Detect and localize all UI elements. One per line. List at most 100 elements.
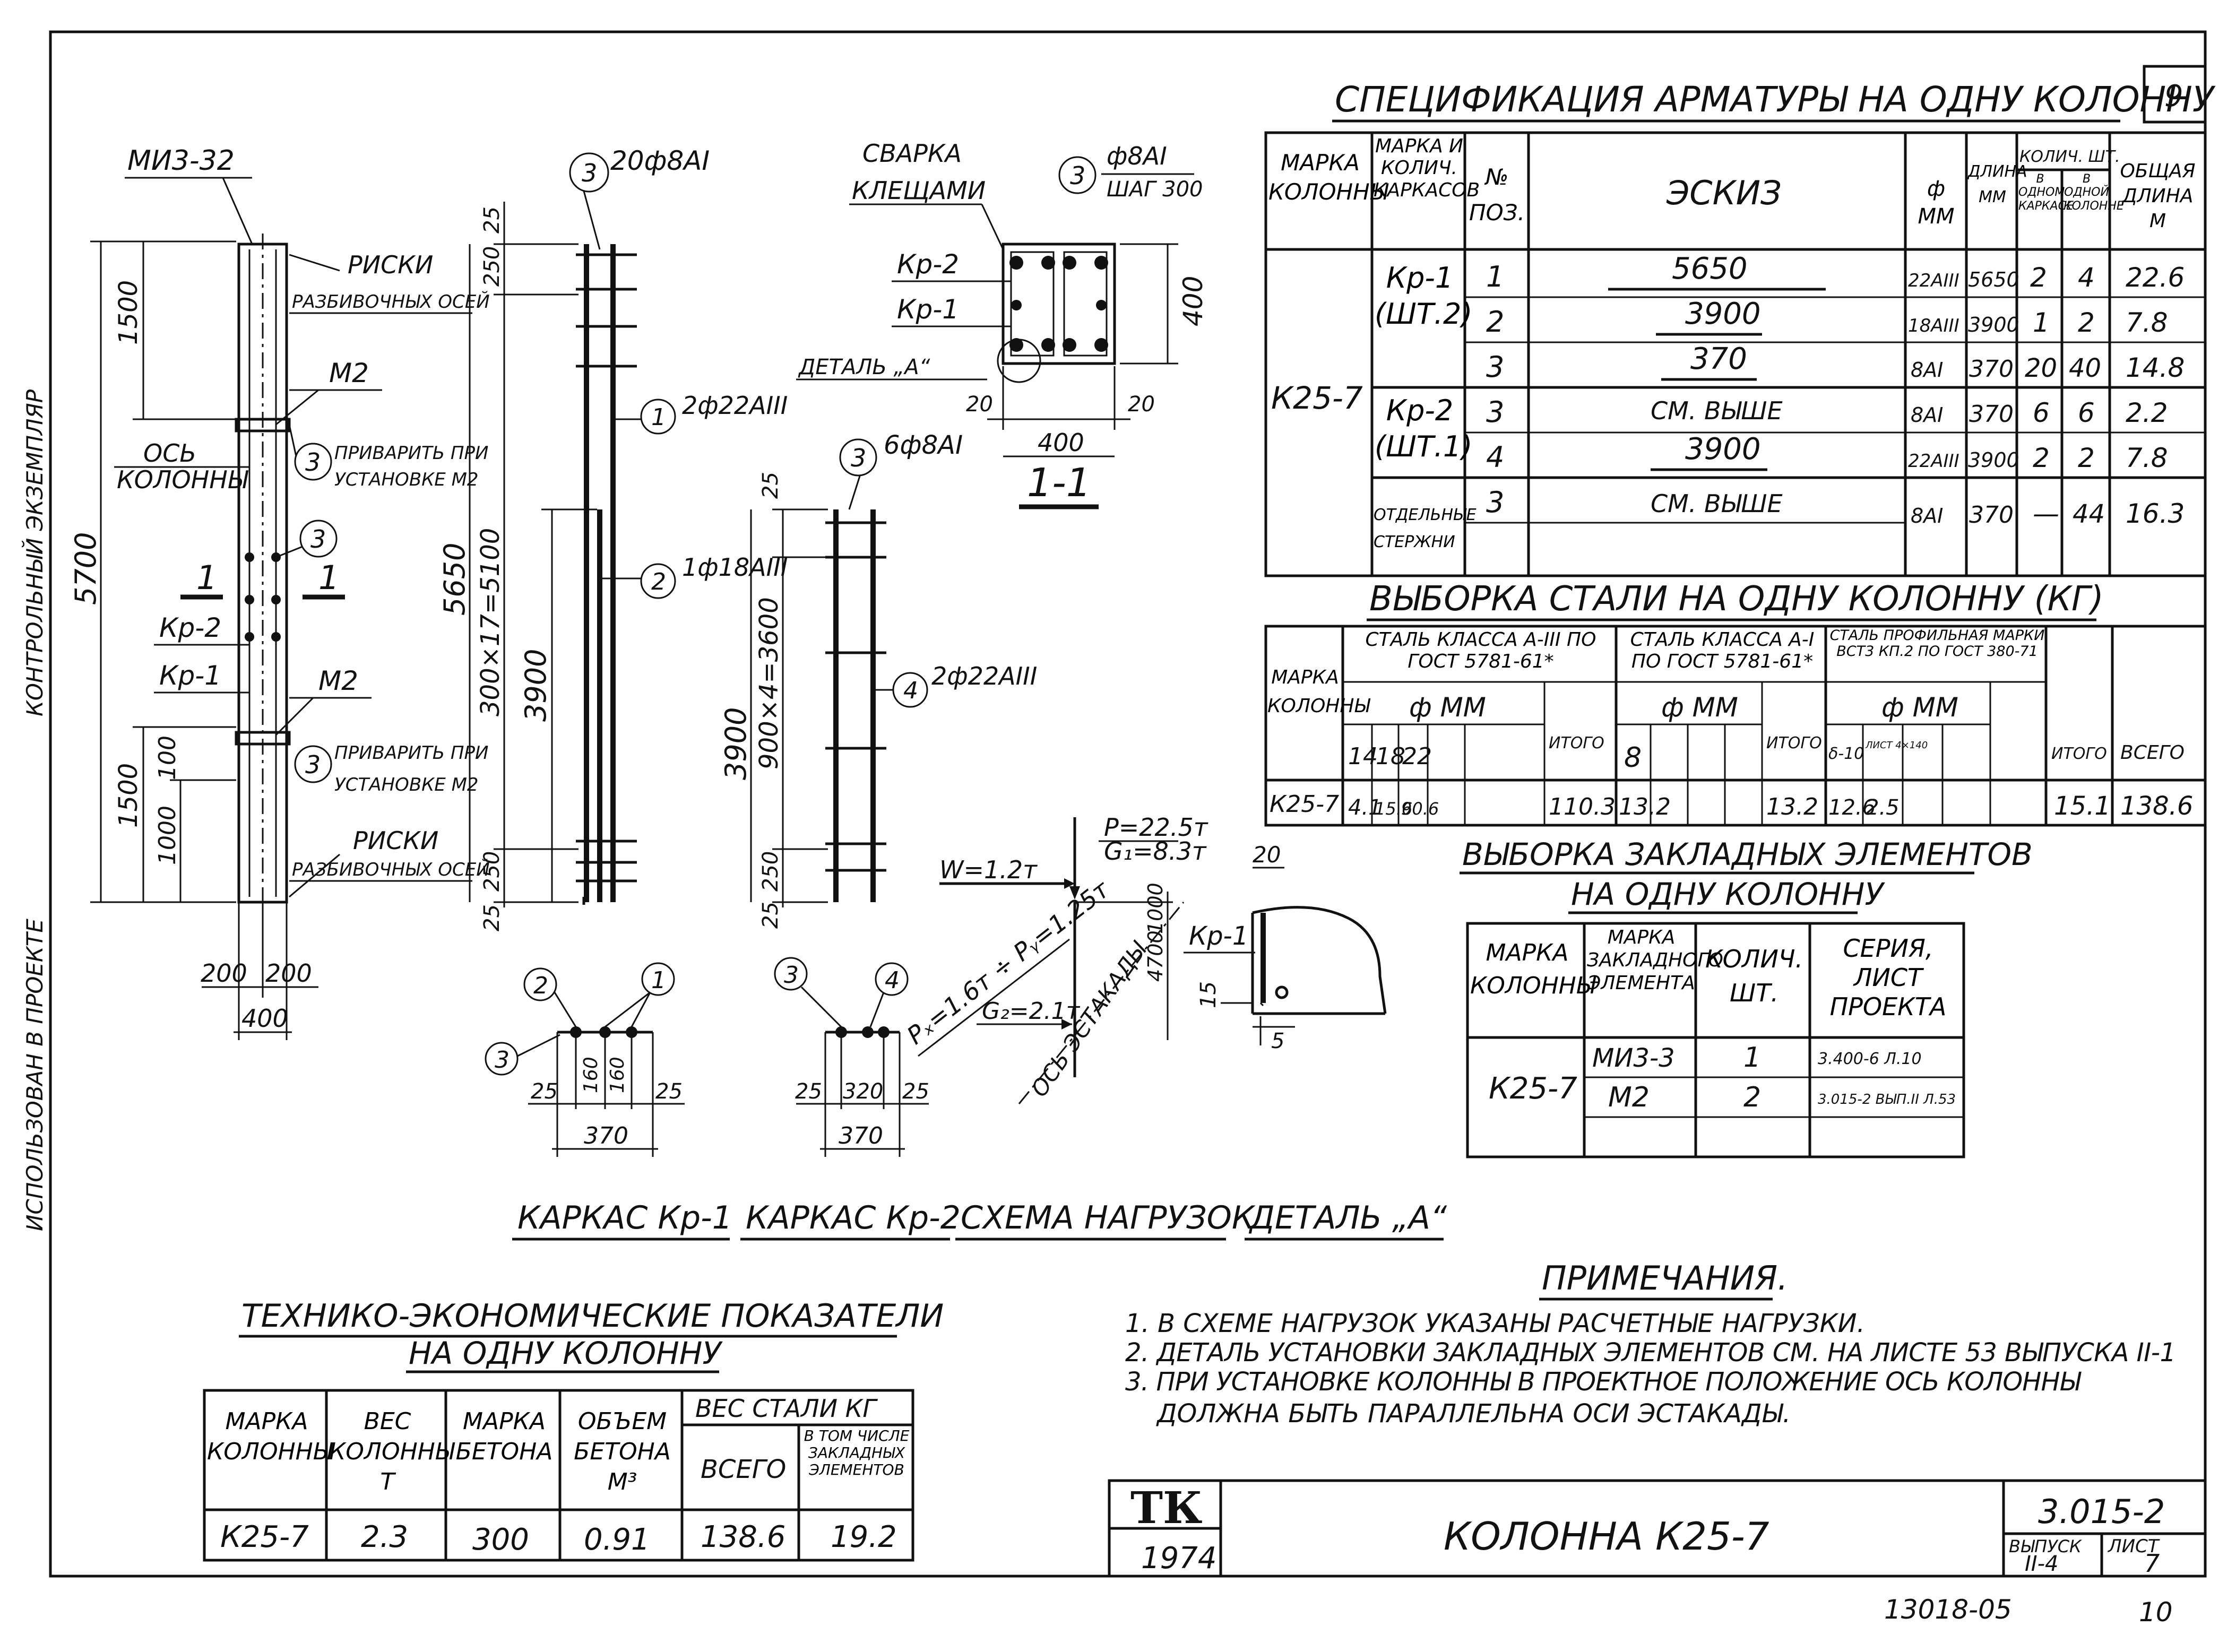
svg-text:К25-7: К25-7 — [1270, 791, 1339, 818]
tech-title-1: ТЕХНИКО-ЭКОНОМИЧЕСКИЕ ПОКАЗАТЕЛИ — [241, 1298, 944, 1335]
tech-h-concrete: МАРКА БЕТОНА — [455, 1408, 553, 1466]
kr2-sec-pos4: 4 — [885, 967, 900, 994]
svg-text:13.2: 13.2 — [1766, 793, 1818, 820]
steel-h-vsego: ВСЕГО — [2120, 742, 2185, 764]
tb-year: 1974 — [1141, 1541, 1217, 1576]
tb-logo: ТК — [1130, 1483, 1203, 1534]
svg-text:—: — — [2033, 498, 2059, 529]
detail-a: 20 Кр-1 15 5 — [1184, 842, 1387, 1053]
svg-text:16.3: 16.3 — [2126, 498, 2185, 529]
kr1-pos3-circle: 3 — [582, 159, 597, 187]
notes: ПРИМЕЧАНИЯ. 1. В СХЕМЕ НАГРУЗОК УКАЗАНЫ … — [1125, 1259, 2176, 1429]
svg-text:2.3: 2.3 — [361, 1520, 408, 1554]
sec-step-label: ШАГ 300 — [1107, 177, 1203, 202]
kr1-sec-25-right: 25 — [655, 1079, 683, 1104]
kr1-sec-pos2: 2 — [533, 972, 548, 999]
tb-series: 3.015-2 — [2038, 1492, 2165, 1531]
steel-h-mark: МАРКА КОЛОННЫ — [1267, 667, 1370, 717]
svg-text:15.1: 15.1 — [2054, 791, 2111, 821]
pos3-circle-b: 3 — [310, 525, 326, 553]
tech-title-2: НА ОДНУ КОЛОННУ — [409, 1335, 723, 1371]
spec-h-total: ОБЩАЯ ДЛИНА М — [2120, 160, 2196, 232]
svg-text:СМ. ВЫШЕ: СМ. ВЫШЕ — [1651, 489, 1783, 518]
spec-h-phi: ф ММ — [1918, 177, 1955, 229]
svg-text:370: 370 — [1969, 356, 2014, 383]
dim-1500-bottom: 1500 — [114, 763, 143, 828]
svg-text:1: 1 — [2033, 307, 2050, 338]
riski-label-bottom: РИСКИ — [353, 826, 438, 855]
svg-text:3: 3 — [1486, 395, 1504, 429]
svg-text:15.6: 15.6 — [1375, 799, 1412, 819]
svg-text:3.400-6 Л.10: 3.400-6 Л.10 — [1818, 1050, 1922, 1068]
svg-text:2.5: 2.5 — [1866, 795, 1900, 820]
embed-h-qty: КОЛИЧ. ШТ. — [1705, 945, 1803, 1008]
svg-text:3: 3 — [1486, 350, 1504, 384]
caption-kr1: КАРКАС Кр-1 — [517, 1199, 732, 1236]
spec-h-len: ДЛИНА ММ — [1968, 162, 2027, 206]
svg-text:90.6: 90.6 — [1401, 799, 1439, 819]
dim-100: 100 — [154, 736, 181, 780]
svg-text:370: 370 — [1969, 401, 2014, 428]
dim-1000: 1000 — [154, 806, 181, 865]
tb-issue-label: ВЫПУСК — [2009, 1536, 2082, 1556]
dim-5700: 5700 — [69, 532, 102, 605]
sec-dim-20-left: 20 — [966, 392, 993, 417]
spec-h-qty: КОЛИЧ. ШТ. — [2019, 148, 2120, 166]
embed-table: ВЫБОРКА ЗАКЛАДНЫХ ЭЛЕМЕНТОВ НА ОДНУ КОЛО… — [1460, 836, 2033, 1158]
svg-text:МИ3-3: МИ3-3 — [1592, 1043, 1675, 1073]
kr2-pos3-label: 6ф8АI — [884, 430, 963, 460]
svg-text:7.8: 7.8 — [2126, 443, 2168, 473]
svg-text:2: 2 — [1486, 305, 1504, 339]
svg-text:3.015-2 ВЫП.II Л.53: 3.015-2 ВЫП.II Л.53 — [1818, 1092, 1956, 1108]
svg-text:44: 44 — [2073, 499, 2105, 529]
svg-text:138.6: 138.6 — [2120, 791, 2193, 821]
kr2-pos4-circle: 4 — [903, 677, 918, 704]
column-elevation: МИ3-32 РИСКИ РАЗБИВОЧНЫХ ОСЕЙ М2 ОСЬ КОЛ… — [69, 145, 490, 1040]
kr2-sec-25-right: 25 — [902, 1079, 929, 1104]
load-p: P=22.5т — [1104, 813, 1208, 842]
title-block: ТК 1974 КОЛОННА К25-7 3.015-2 ВЫПУСК II-… — [1108, 1479, 2207, 1628]
svg-text:1: 1 — [1486, 260, 1504, 293]
svg-text:22.6: 22.6 — [2126, 262, 2185, 293]
sec-detail-label: ДЕТАЛЬ „А“ — [798, 355, 930, 379]
weld-label-1: СВАРКА — [862, 139, 962, 168]
spec-h-pos: № ПОЗ. — [1469, 164, 1525, 226]
sheet-number: 9 — [2164, 79, 2183, 114]
kr2-sec-370: 370 — [839, 1122, 883, 1149]
kr2-dim-3900: 3900 — [719, 707, 753, 780]
dim-1500-top: 1500 — [114, 280, 143, 345]
svg-text:3900: 3900 — [1968, 313, 2019, 336]
kr1-sec-160-a: 160 — [580, 1057, 602, 1093]
sec-kr2-label: Кр-2 — [897, 249, 959, 280]
kr2-dim-900x4: 900×4=3600 — [754, 597, 784, 769]
embed-title-1: ВЫБОРКА ЗАКЛАДНЫХ ЭЛЕМЕНТОВ — [1462, 836, 2033, 872]
kr1-dim-250-bottom: 250 — [480, 851, 504, 892]
svg-text:3900: 3900 — [1685, 432, 1761, 466]
kr1-pos2-label: 1ф18АIII — [682, 553, 788, 582]
svg-text:5650: 5650 — [1672, 252, 1748, 286]
kr2-sec-pos3: 3 — [784, 962, 799, 989]
steel-table: ВЫБОРКА СТАЛИ НА ОДНУ КОЛОННУ (КГ) МАРКА… — [1264, 580, 2207, 827]
kr1-pos2-circle: 2 — [651, 568, 666, 595]
svg-text:14: 14 — [1348, 743, 1378, 770]
svg-text:14.8: 14.8 — [2126, 352, 2185, 383]
weld-note-b1: ПРИВАРИТЬ ПРИ — [334, 742, 488, 764]
embed-h-series: СЕРИЯ, ЛИСТ ПРОЕКТА — [1829, 934, 1947, 1022]
svg-text:22АIII: 22АIII — [1908, 270, 1959, 291]
spec-table: СПЕЦИФИКАЦИЯ АРМАТУРЫ НА ОДНУ КОЛОННУ МА… — [1264, 79, 2216, 577]
embed-mi3-label: МИ3-32 — [127, 145, 235, 177]
section-mark-left: 1 — [196, 558, 217, 597]
tech-h-volume: ОБЪЕМ БЕТОНА М³ — [574, 1408, 671, 1496]
svg-text:19.2: 19.2 — [831, 1520, 897, 1554]
column-label: КОЛОННЫ — [117, 465, 249, 494]
svg-text:3900: 3900 — [1968, 448, 2019, 472]
svg-text:20: 20 — [2025, 353, 2057, 383]
spec-h-cage: МАРКА И КОЛИЧ. КАРКАСОВ — [1374, 135, 1480, 201]
tech-h-mark: МАРКА КОЛОННЫ — [207, 1408, 332, 1466]
tech-row: К25-7 2.3 300 0.91 138.6 19.2 — [220, 1520, 897, 1557]
svg-text:2: 2 — [2030, 262, 2047, 293]
weld-note-b2: УСТАНОВКЕ М2 — [334, 774, 479, 795]
kr1-label: Кр-1 — [159, 660, 221, 691]
svg-text:13.2: 13.2 — [1619, 793, 1671, 820]
side-stamp-control: КОНТРОЛЬНЫЙ ЭКЗЕМПЛЯР — [21, 389, 48, 716]
